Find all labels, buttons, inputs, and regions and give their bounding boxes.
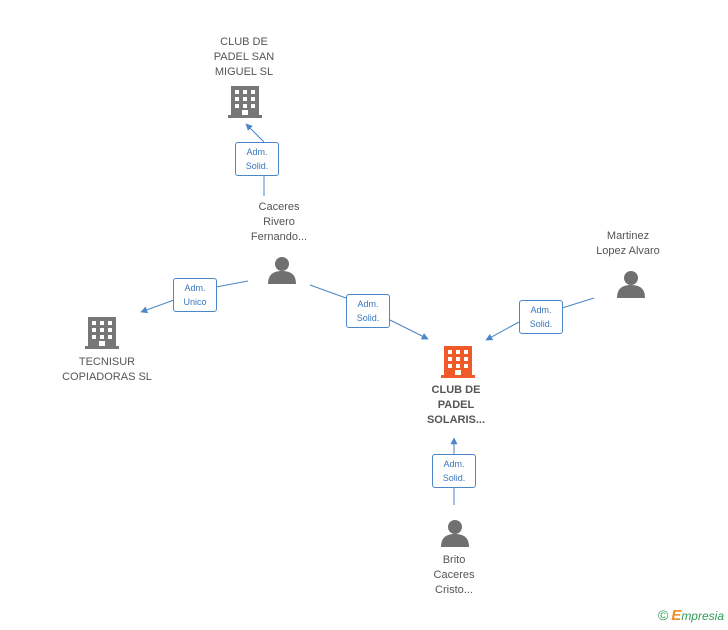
node-label-line: MIGUEL SL [214, 66, 274, 78]
edge-label-caceres-san-miguel: Adm. Solid. [235, 142, 279, 176]
node-label-line: Brito [442, 554, 466, 566]
edge-label-caceres-tecnisur: Adm. Unico [173, 278, 217, 312]
edge-label-line: Adm. [530, 305, 552, 315]
node-label-line: Martinez [606, 230, 650, 242]
edge-label-line: Solid. [442, 473, 466, 483]
person-node-martinez[interactable]: Martinez Lopez Alvaro [578, 229, 678, 259]
person-node-caceres[interactable]: Caceres Rivero Fernando... [229, 200, 329, 245]
node-label-line: SOLARIS... [426, 414, 486, 426]
edge-label-line: Adm. [246, 147, 268, 157]
edge-martinez-solaris [485, 297, 595, 341]
node-label-line: COPIADORAS SL [62, 371, 152, 383]
company-node-tecnisur[interactable]: TECNISUR COPIADORAS SL [47, 355, 167, 385]
copyright-symbol: © [657, 607, 669, 623]
person-icon [441, 520, 469, 547]
edge-caceres-san-miguel [245, 123, 265, 196]
brand-initial: E [671, 607, 682, 624]
node-label-line: Caceres [433, 569, 475, 581]
building-icon [85, 317, 119, 349]
node-label-line: TECNISUR [78, 356, 136, 368]
edge-caceres-tecnisur [140, 280, 249, 314]
edge-label-martinez-solaris: Adm. Solid. [519, 300, 563, 334]
person-icon [617, 271, 645, 298]
edge-label-line: Solid. [356, 313, 380, 323]
edge-label-line: Adm. [443, 459, 465, 469]
node-label-line: PADEL SAN [213, 51, 275, 63]
person-icon [268, 257, 296, 284]
edge-label-line: Adm. [184, 283, 206, 293]
node-label-line: Cristo... [435, 584, 473, 596]
edge-label-line: Unico [183, 297, 207, 307]
edge-caceres-solaris [309, 284, 429, 340]
company-node-club-solaris[interactable]: CLUB DE PADEL SOLARIS... [406, 383, 506, 428]
node-label-line: Rivero [263, 216, 295, 228]
brand-name: mpresia [681, 609, 724, 623]
building-icon [441, 346, 475, 378]
person-node-brito[interactable]: Brito Caceres Cristo... [404, 553, 504, 598]
node-label-line: Fernando... [250, 231, 308, 243]
node-label-line: PADEL [437, 399, 475, 411]
edge-label-line: Solid. [245, 161, 269, 171]
node-label-line: Lopez Alvaro [596, 245, 660, 257]
node-label-line: Caceres [258, 201, 300, 213]
node-label-line: CLUB DE [220, 36, 268, 48]
edge-label-caceres-solaris: Adm. Solid. [346, 294, 390, 328]
brand-watermark[interactable]: ©Empresia [658, 607, 724, 624]
edge-label-line: Adm. [357, 299, 379, 309]
company-node-club-san-miguel[interactable]: CLUB DE PADEL SAN MIGUEL SL [194, 35, 294, 80]
node-label-line: CLUB DE [431, 384, 481, 396]
edge-label-line: Solid. [529, 319, 553, 329]
building-icon [228, 86, 262, 118]
edge-label-brito-solaris: Adm. Solid. [432, 454, 476, 488]
